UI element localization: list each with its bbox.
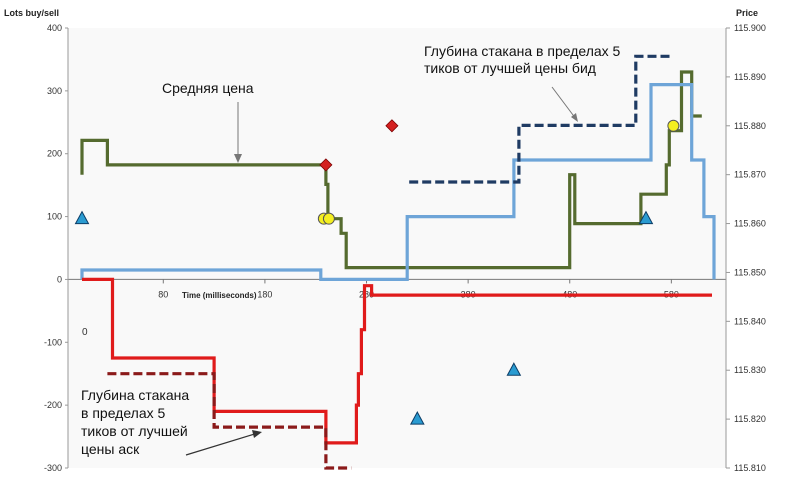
annotation-mid-price: Средняя цена (162, 80, 254, 96)
x-tick-label: 280 (359, 289, 374, 299)
annotation-ask-depth-line-1: Глубина стакана (81, 387, 189, 403)
y-left-tick-label: 100 (47, 212, 62, 222)
y-right-tick-label: 115.820 (734, 414, 766, 424)
marker-triangle (409, 411, 425, 425)
y-right-tick-label: 115.830 (734, 365, 766, 375)
annotation-ask-depth-line-2: в пределах 5 (81, 405, 166, 421)
marker-triangle (506, 362, 522, 376)
annotation-bid-depth-arrow (551, 86, 577, 120)
annotation-ask-depth-arrow (185, 432, 259, 456)
marker-triangle (638, 210, 654, 225)
y-right-tick-label: 115.850 (734, 267, 766, 277)
y-right-tick-label: 115.880 (734, 121, 766, 131)
y-right-axis-label: Price (736, 8, 758, 18)
y-right-tick-label: 115.860 (734, 219, 766, 229)
y-right-tick-label: 115.840 (734, 316, 766, 326)
y-right-ticks: 115.900 115.890 115.880 115.870 115.860 115.8… (726, 23, 766, 473)
y-left-tick-label: 300 (47, 86, 62, 96)
plot-background (68, 28, 726, 468)
series-ask-depth (107, 372, 352, 470)
marker-diamond (385, 119, 399, 133)
x-axis-label: Time (milliseconds) (182, 291, 257, 300)
annotation-mid-price-arrowhead (234, 154, 242, 163)
marker-diamond (319, 158, 333, 172)
marker-circle (322, 212, 335, 225)
y-left-tick-label: -300 (44, 463, 62, 473)
y-right-tick-label: 115.810 (734, 463, 766, 473)
x-tick-label: 180 (257, 289, 272, 299)
series-bid-volume (80, 82, 716, 281)
y-right-tick-label: 115.900 (734, 23, 766, 33)
annotation-bid-depth-line-2: тиков от лучшей цены бид (424, 60, 596, 76)
marker-triangle (74, 210, 90, 225)
y-left-tick-label: 400 (47, 23, 62, 33)
y-left-tick-label: 200 (47, 149, 62, 159)
y-right-tick-label: 115.870 (734, 170, 766, 180)
y-right-tick-label: 115.890 (734, 72, 766, 82)
series-bid-depth (409, 54, 672, 184)
annotation-ask-depth-line-3: тиков от лучшей (81, 423, 188, 439)
series-ask-volume (82, 277, 712, 445)
y-left-axis-label: Lots buy/sell (4, 8, 59, 18)
annotation-bid-depth-arrowhead (571, 113, 578, 122)
annotation-bid-depth-line-1: Глубина стакана в пределах 5 (424, 43, 621, 59)
y-left-tick-label: 0 (57, 274, 62, 284)
marker-layer (74, 119, 680, 425)
y-left-ticks: 400 300 200 100 0 -100 -200 -300 (44, 23, 68, 473)
annotation-ask-depth-line-4: цены аск (81, 441, 140, 457)
y-left-tick-label: -200 (44, 400, 62, 410)
x-tick-label: 80 (158, 289, 168, 299)
y-left-tick-label: -100 (44, 337, 62, 347)
zero-marker-label: 0 (82, 327, 88, 338)
annotation-ask-depth-arrowhead (252, 430, 262, 438)
marker-circle (667, 119, 680, 132)
